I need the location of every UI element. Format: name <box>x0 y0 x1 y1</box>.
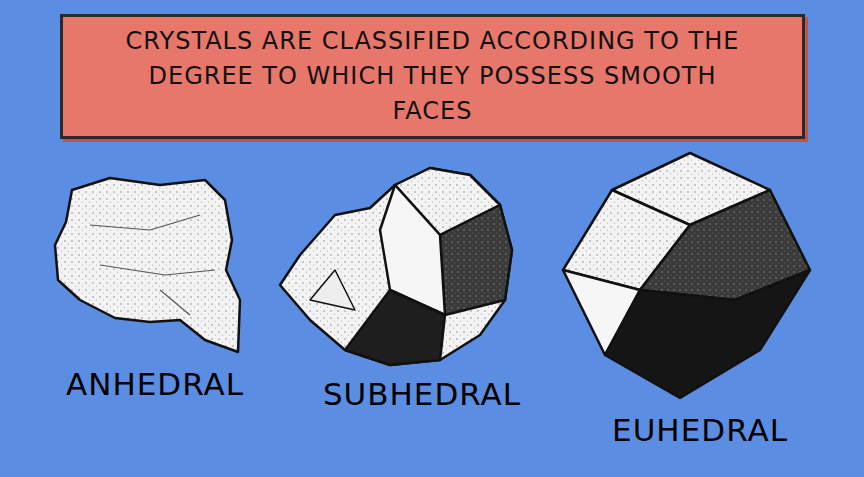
crystal-label: ANHEDRAL <box>66 367 244 401</box>
crystal-label: EUHEDRAL <box>612 413 788 447</box>
anhedral-crystal <box>55 178 240 352</box>
subhedral-crystal <box>280 168 512 365</box>
title-text: CRYSTALS ARE CLASSIFIED ACCORDING TO THE… <box>113 24 753 129</box>
title-box: CRYSTALS ARE CLASSIFIED ACCORDING TO THE… <box>60 14 805 139</box>
crystal-label: SUBHEDRAL <box>323 377 521 411</box>
euhedral-crystal <box>563 153 810 398</box>
